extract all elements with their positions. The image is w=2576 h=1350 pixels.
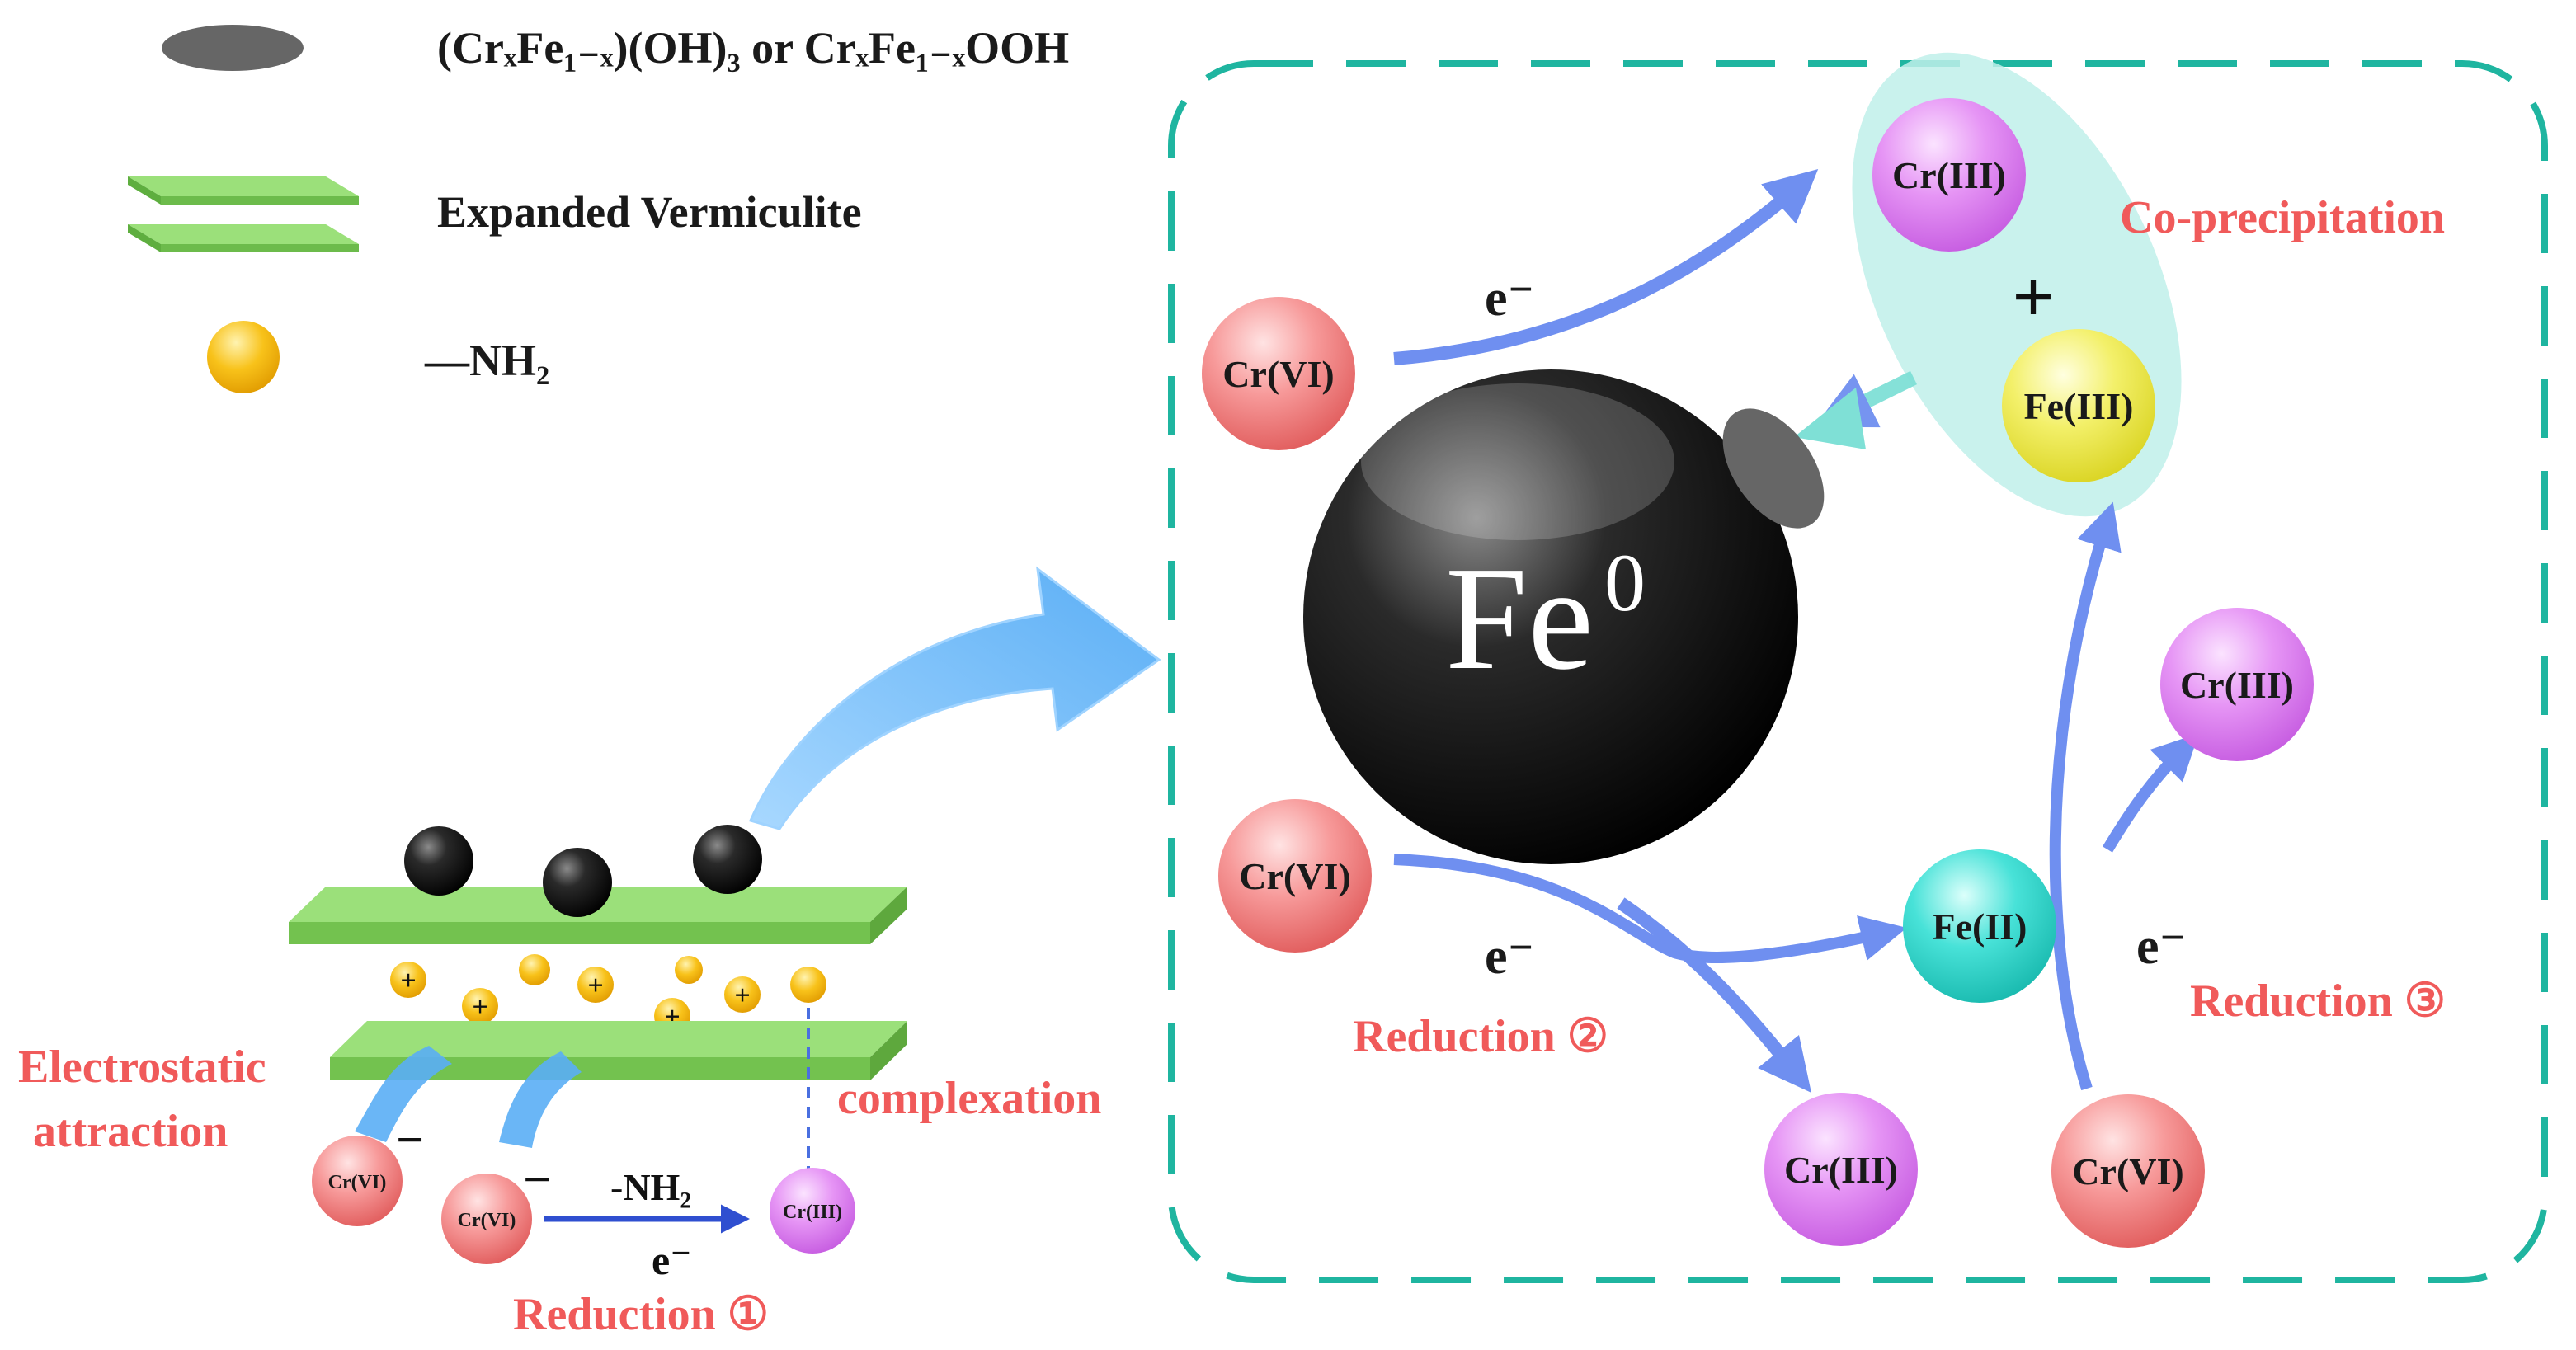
negative-charge: − (396, 1112, 424, 1167)
vermiculite-lower-sheet (330, 1021, 907, 1080)
electron-transfer-arrow (1617, 897, 1811, 1093)
amine-reductant-label: -NH₂ (610, 1166, 691, 1208)
plus-charge: + (400, 966, 416, 996)
electrostatic-label: Electrostatic (18, 1042, 266, 1093)
plus-charge: + (734, 981, 750, 1011)
electron-transfer-arrow (2049, 501, 2122, 1091)
amine-sphere-icon (462, 988, 498, 1024)
plus-charge: + (587, 971, 603, 1001)
nzvi-particle-icon (543, 848, 612, 917)
criii-ion-icon (1872, 98, 2026, 252)
criii-ion-label: Cr(III) (783, 1202, 842, 1223)
amine-sphere-icon (390, 962, 426, 998)
oxide-shell-icon (1722, 408, 1825, 529)
amine-sphere-icon (577, 967, 614, 1003)
crvi-ion-icon (441, 1174, 532, 1264)
reduction-2-label: Reduction ② (1353, 1011, 1608, 1062)
fe0-highlight (1361, 383, 1674, 540)
amine-sphere-icon (519, 954, 550, 985)
negative-charge: − (523, 1152, 551, 1207)
electron-transfer-arrow (2102, 733, 2199, 853)
legend-vermiculite-label: Expanded Vermiculite (437, 187, 862, 237)
criii-ion-label: Cr(III) (1784, 1149, 1898, 1191)
criii-ion-label: Cr(III) (2180, 664, 2294, 706)
amine-sphere-icon (724, 976, 761, 1013)
electron-transfer-arrow (1393, 169, 1819, 365)
crvi-ion-label: Cr(VI) (2072, 1150, 2183, 1192)
legend-oxide-label: (CrₓFe₁₋ₓ)(OH)₃ or CrₓFe₁₋ₓOOH (437, 23, 1069, 73)
attraction-label: attraction (33, 1106, 228, 1157)
complexation-label: complexation (837, 1073, 1101, 1124)
amine-sphere-icon (207, 321, 280, 393)
interlayer-amines: + + + + + (390, 954, 826, 1034)
fe0-superscript: 0 (1604, 537, 1646, 628)
nzvi-particle-icon (404, 826, 473, 896)
left-panel: + + + + + Electrostatic attraction compl… (18, 566, 1161, 1340)
crvi-ion-label: Cr(VI) (1222, 353, 1334, 395)
crvi-ion-icon (1218, 799, 1372, 953)
feiii-ion-label: Fe(III) (2024, 385, 2134, 427)
zoom-arrow-icon (748, 566, 1161, 830)
feiii-ion-icon (2002, 329, 2155, 482)
right-panel: Fe 0 Cr(VI) Cr(III) + Fe(III) Co-precipi… (1202, 52, 2446, 1248)
feii-ion-label: Fe(II) (1933, 905, 2027, 948)
feii-ion-icon (1903, 849, 2056, 1003)
legend-amine-label: —NH₂ (424, 336, 549, 385)
crvi-ion-icon (2051, 1094, 2205, 1248)
electron-label: e⁻ (1485, 929, 1534, 985)
electron-transfer-arrow (1393, 854, 1907, 963)
electron-label: e⁻ (1485, 270, 1534, 327)
mechanism-dashed-frame (1168, 60, 2548, 1283)
electron-label: e⁻ (2136, 919, 2186, 975)
attraction-arrow-icon (499, 1051, 582, 1148)
crvi-ion-label: Cr(VI) (1239, 855, 1350, 897)
crvi-ion-label: Cr(VI) (328, 1172, 387, 1193)
criii-ion-icon (770, 1168, 855, 1254)
plus-charge: + (472, 992, 487, 1023)
co-precipitation-plus: + (2012, 256, 2054, 338)
crvi-ion-icon (1202, 297, 1355, 450)
amine-sphere-icon (790, 967, 826, 1003)
criii-ion-label: Cr(III) (1892, 154, 2006, 196)
electron-label: e⁻ (652, 1237, 692, 1283)
legend: (CrₓFe₁₋ₓ)(OH)₃ or CrₓFe₁₋ₓOOH Expanded … (128, 23, 1069, 393)
nzvi-particle-icon (693, 825, 762, 894)
amine-sphere-icon (675, 956, 703, 984)
criii-ion-icon (2160, 608, 2314, 761)
criii-ion-icon (1764, 1093, 1918, 1246)
fe0-core-icon (1303, 369, 1798, 864)
oxide-ellipse-icon (162, 25, 304, 71)
return-arrowhead-icon (1794, 388, 1866, 449)
reduction-3-label: Reduction ③ (2190, 976, 2446, 1027)
fe0-label: Fe (1445, 536, 1594, 700)
crvi-ion-label: Cr(VI) (458, 1210, 516, 1231)
attraction-arrow-icon (355, 1046, 452, 1142)
crvi-ion-icon (312, 1136, 403, 1226)
vermiculite-sheets-icon (128, 176, 359, 252)
reduction-1-label: Reduction ① (513, 1289, 769, 1340)
co-precipitation-label: Co-precipitation (2120, 192, 2445, 243)
